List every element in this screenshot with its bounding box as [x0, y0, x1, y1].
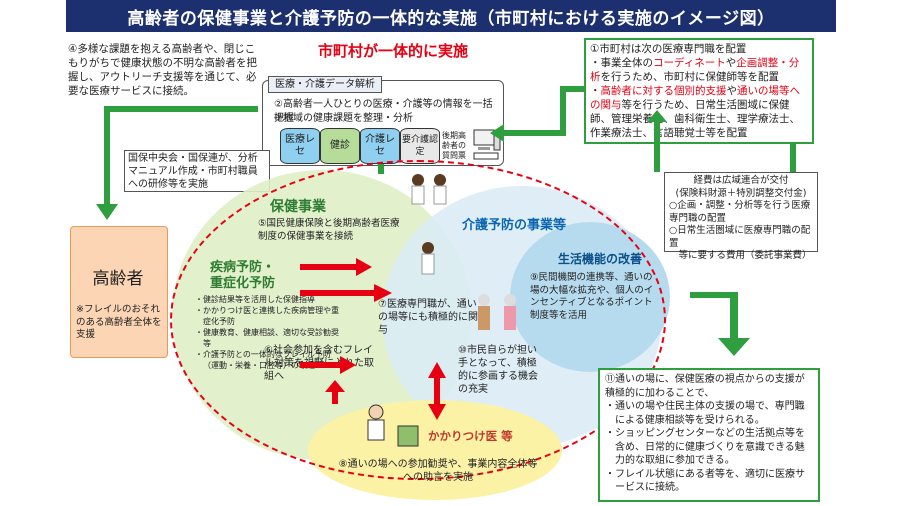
doctor-figure: [368, 405, 418, 446]
elderly-figures: [478, 294, 516, 330]
box11-intro: ⑪通いの場に、保健医療の視点からの支援が積極的に加わることで、: [605, 373, 813, 400]
box11: ⑪通いの場に、保健医療の視点からの支援が積極的に加わることで、 通いの場や住民主…: [598, 368, 820, 502]
box11-bullet: ショッピングセンターなどの生活拠点等を含め、日常的に健康づくりを意識できる魅力的…: [615, 427, 813, 468]
box11-bullet: フレイル状態にある者等を、適切に医療サービスに接続。: [615, 468, 813, 495]
box11-bullet: 通いの場や住民主体の支援の場で、専門職による健康相談等を受けられる。: [615, 400, 813, 427]
staff-figures: [412, 174, 446, 274]
